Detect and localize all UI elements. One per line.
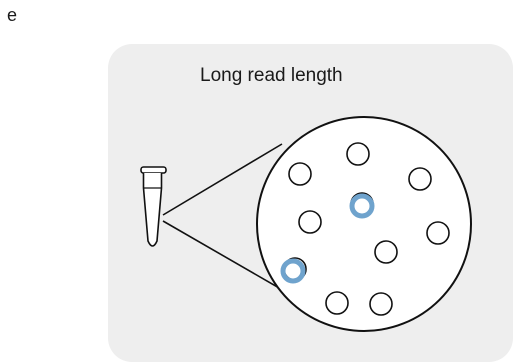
well: [369, 292, 393, 316]
magnified-view-circle: [256, 116, 472, 332]
well: [288, 162, 312, 186]
tube-cap: [140, 166, 167, 174]
zoom-line-bottom: [162, 220, 294, 297]
molecule-ring: [280, 258, 306, 284]
panel-letter: e: [7, 5, 18, 25]
zoom-line-top: [162, 143, 283, 216]
well: [325, 291, 349, 315]
well: [426, 221, 450, 245]
well: [408, 167, 432, 191]
tube-body: [142, 173, 163, 247]
molecule-ring: [349, 193, 375, 219]
well: [374, 240, 398, 264]
well: [346, 142, 370, 166]
card-title: Long read length: [200, 65, 343, 86]
occupied-well: [349, 192, 375, 219]
well: [298, 210, 322, 234]
microcentrifuge-tube-icon: [140, 166, 167, 247]
occupied-well: [280, 257, 307, 284]
well-array: [288, 142, 450, 316]
